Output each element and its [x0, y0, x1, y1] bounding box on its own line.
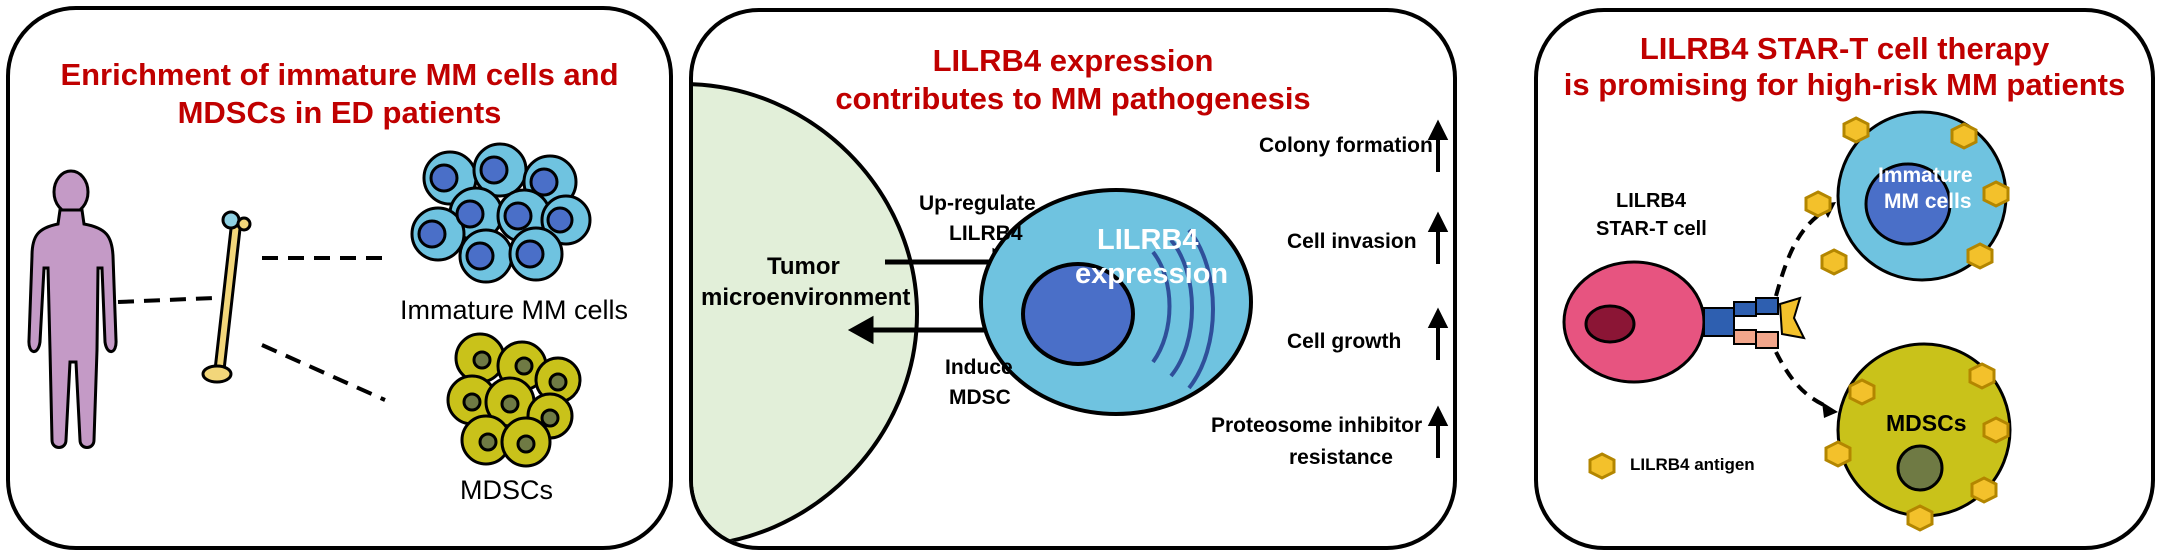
dashed-connectors: [117, 256, 386, 402]
mdsc-cluster: [446, 332, 582, 468]
increase-arrows: [1427, 119, 1449, 458]
label-immature-mm-cells: Immature MM cells: [400, 295, 629, 325]
star-receptor-icon: [1703, 296, 1806, 349]
effect-proteosome-line2: resistance: [1289, 446, 1393, 469]
immature-mm-cell-cluster: [410, 142, 592, 284]
induce-label-line2: MDSC: [949, 386, 1011, 409]
human-body-icon: [27, 169, 118, 449]
effect-cell-growth: Cell growth: [1287, 330, 1402, 353]
label-mdscs: MDSCs: [460, 475, 553, 505]
tumor-label-line2: microenvironment: [701, 284, 911, 311]
panel1-title-line1: Enrichment of immature MM cells and: [60, 57, 619, 92]
mdsc-cell: [1836, 342, 2012, 518]
panel1-illustration: [27, 142, 592, 468]
immature-cell-label-line1: Immature: [1878, 164, 1973, 187]
effect-proteosome-line1: Proteosome inhibitor: [1211, 414, 1423, 437]
panel3-illustration: [1562, 110, 2012, 532]
panel1-title-line2: MDSCs in ED patients: [177, 95, 502, 130]
panel-lilrb4-expression: LILRB4 expression contributes to MM path…: [689, 8, 1457, 550]
start-cell-label-line1: LILRB4: [1616, 190, 1686, 212]
panel-star-t-therapy: LILRB4 STAR-T cell therapy is promising …: [1534, 8, 2155, 550]
targeting-arrows: [1774, 208, 1828, 408]
mm-cell-lilrb4: [979, 188, 1253, 416]
effect-colony-formation: Colony formation: [1259, 134, 1433, 157]
panel3-title-line1: LILRB4 STAR-T cell therapy: [1639, 31, 2050, 66]
immature-mm-cell: [1836, 110, 2008, 282]
tumor-label-line1: Tumor: [767, 253, 840, 280]
immature-cell-label-line2: MM cells: [1884, 190, 1972, 213]
upregulate-label-line2: LILRB4: [949, 222, 1023, 245]
mdsc-cell-label: MDSCs: [1886, 410, 1967, 436]
panel3-title-line2: is promising for high-risk MM patients: [1563, 67, 2126, 102]
cell-label-line2: expression: [1075, 258, 1229, 290]
panel2-title-line2: contributes to MM pathogenesis: [835, 81, 1311, 116]
star-t-cell: [1562, 260, 1706, 384]
panel2-title-line1: LILRB4 expression: [932, 43, 1214, 78]
femur-bone-icon: [201, 210, 252, 384]
panel-ed-patients: Enrichment of immature MM cells and MDSC…: [6, 6, 673, 550]
cell-label-line1: LILRB4: [1097, 224, 1199, 256]
tumor-microenvironment-shape: [693, 82, 920, 546]
induce-label-line1: Induce: [945, 356, 1013, 379]
legend-lilrb4-antigen: LILRB4 antigen: [1630, 455, 1755, 474]
start-cell-label-line2: STAR-T cell: [1596, 218, 1707, 240]
lilrb4-antigen-icons: [1588, 116, 2010, 532]
panel2-illustration: [693, 82, 1449, 546]
effect-cell-invasion: Cell invasion: [1287, 230, 1417, 253]
upregulate-label-line1: Up-regulate: [919, 192, 1036, 215]
